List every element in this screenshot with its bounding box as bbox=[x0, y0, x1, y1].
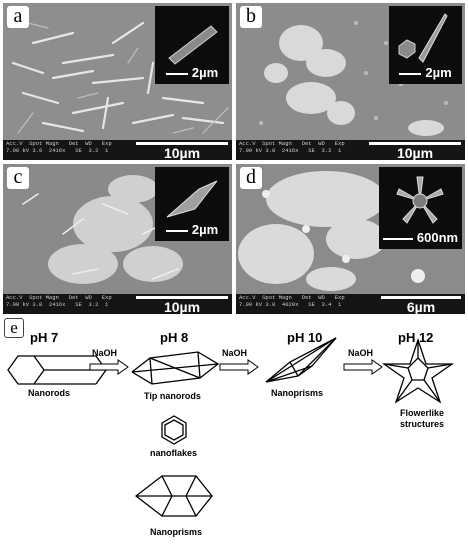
sem-panel-b: b 2µm Acc.V Spot Magn Det WD Exp 7.00 kV… bbox=[236, 3, 465, 160]
inset-scale-c: 2µm bbox=[155, 222, 229, 237]
panel-label-a: a bbox=[7, 6, 29, 28]
info-bar-a: Acc.V Spot Magn Det WD Exp 7.00 kV 3.0 2… bbox=[3, 140, 232, 160]
nanoprism-shape bbox=[265, 337, 337, 383]
ph-label-7: pH 7 bbox=[30, 330, 59, 345]
inset-scale-a: 2µm bbox=[155, 65, 229, 80]
inset-scale-bar bbox=[382, 237, 413, 240]
inset-scale-bar bbox=[165, 72, 188, 75]
inset-a: 2µm bbox=[155, 6, 229, 84]
scale-bar-b: 10µm bbox=[369, 142, 461, 160]
scale-bar-c: 10µm bbox=[136, 296, 228, 314]
sem-metadata-b: Acc.V Spot Magn Det WD Exp 7.00 kV 3.0 2… bbox=[239, 140, 345, 154]
scale-line bbox=[136, 142, 228, 145]
flowerlike-label: Flowerlike structures bbox=[399, 408, 444, 429]
flower-shape bbox=[381, 337, 455, 404]
arrow-2 bbox=[219, 359, 259, 375]
inset-scale-text: 2µm bbox=[191, 222, 219, 237]
sem-metadata-c: Acc.V Spot Magn Det WD Exp 7.00 kV 3.0 2… bbox=[6, 294, 112, 308]
inset-scale-text: 2µm bbox=[191, 65, 219, 80]
tip-nanorods-label: Tip nanorods bbox=[144, 391, 201, 401]
growth-schematic: e pH 7 pH 8 pH 10 pH 12 NaOH NaOH NaOH N… bbox=[0, 318, 468, 550]
scale-line bbox=[136, 296, 228, 299]
scale-text: 10µm bbox=[396, 145, 434, 160]
tip-nanorod-shape bbox=[131, 351, 220, 385]
inset-d: 600nm bbox=[379, 167, 462, 249]
nanorods-label: Nanorods bbox=[28, 388, 71, 398]
scale-bar-a: 10µm bbox=[136, 142, 228, 160]
info-bar-c: Acc.V Spot Magn Det WD Exp 7.00 kV 3.0 2… bbox=[3, 294, 232, 314]
scale-text: 10µm bbox=[163, 145, 201, 160]
scale-line bbox=[381, 296, 461, 299]
info-bar-d: Acc.V Spot Magn Det WD Exp 7.00 kV 3.0 4… bbox=[236, 294, 465, 314]
arrow-1 bbox=[89, 359, 129, 375]
panel-label-c: c bbox=[7, 167, 29, 189]
inset-scale-bar bbox=[165, 229, 188, 232]
panel-label-b: b bbox=[240, 6, 262, 28]
nanoprisms-bottom-label: Nanoprisms bbox=[150, 527, 203, 537]
nanoflake-shape bbox=[161, 415, 187, 445]
info-bar-b: Acc.V Spot Magn Det WD Exp 7.00 kV 3.0 2… bbox=[236, 140, 465, 160]
nanoflakes-label: nanoflakes bbox=[150, 448, 198, 458]
arrow-3 bbox=[343, 359, 383, 375]
sem-metadata-d: Acc.V Spot Magn Det WD Exp 7.00 kV 3.0 4… bbox=[239, 294, 345, 308]
inset-scale-d: 600nm bbox=[379, 230, 462, 245]
naoh-label-1: NaOH bbox=[92, 348, 118, 358]
sem-metadata-a: Acc.V Spot Magn Det WD Exp 7.00 kV 3.0 2… bbox=[6, 140, 112, 154]
inset-scale-b: 2µm bbox=[389, 65, 462, 80]
inset-c: 2µm bbox=[155, 167, 229, 241]
sem-panel-d: d 600nm Acc.V Spot Magn Det WD Exp 7.00 … bbox=[236, 164, 465, 314]
inset-scale-text: 2µm bbox=[425, 65, 452, 80]
ph-label-12: pH 12 bbox=[398, 330, 434, 345]
sem-panel-a: a 2µm Acc.V Spot Magn Det WD Exp 7.00 kV… bbox=[3, 3, 232, 160]
sem-panel-c: c 2µm Acc.V Spot Magn Det WD Exp 7.00 kV… bbox=[3, 164, 232, 314]
schematic-drawing bbox=[7, 337, 455, 517]
ph-label-10: pH 10 bbox=[287, 330, 323, 345]
nanoprism-inset-image bbox=[166, 180, 218, 218]
scale-line bbox=[369, 142, 461, 145]
nanorod-inset-image bbox=[168, 25, 218, 65]
inset-scale-text: 600nm bbox=[416, 230, 459, 245]
double-prism-shape bbox=[134, 475, 213, 517]
scale-bar-d: 6µm bbox=[381, 296, 461, 314]
scale-text: 6µm bbox=[406, 299, 436, 314]
scale-text: 10µm bbox=[163, 299, 201, 314]
naoh-label-3: NaOH bbox=[348, 348, 374, 358]
nanoprisms-label: Nanoprisms bbox=[271, 388, 324, 398]
flower-inset-image bbox=[396, 176, 444, 224]
inset-scale-bar bbox=[399, 72, 422, 75]
panel-label-d: d bbox=[240, 167, 262, 189]
inset-b: 2µm bbox=[389, 6, 462, 84]
naoh-label-2: NaOH bbox=[222, 348, 248, 358]
tip-nanorod-inset-image bbox=[398, 13, 448, 63]
panel-label-e: e bbox=[4, 318, 24, 338]
ph-label-8: pH 8 bbox=[160, 330, 189, 345]
